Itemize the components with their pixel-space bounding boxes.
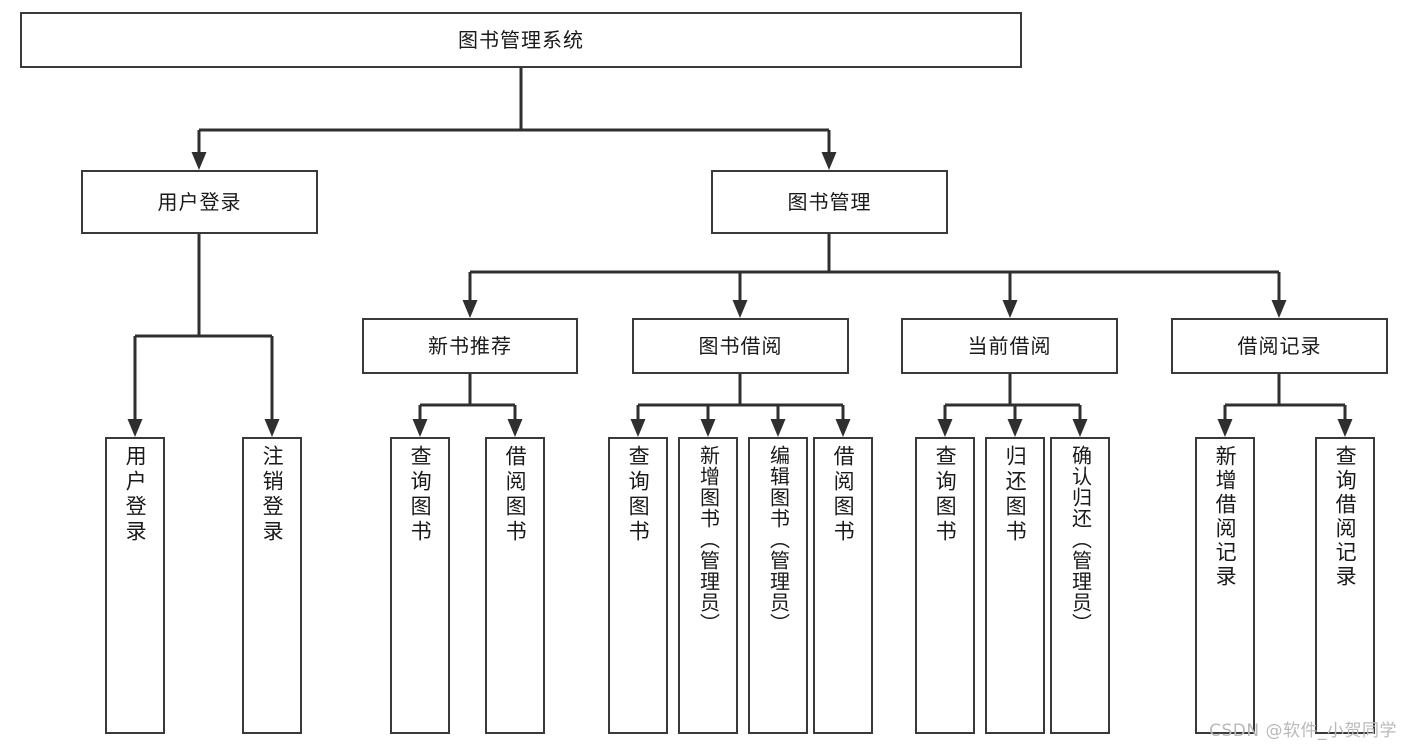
- node-new-book-recommend-label: 新书推荐: [428, 333, 512, 358]
- node-book-borrow[interactable]: 图书借阅: [632, 318, 849, 374]
- leaf-add-book-admin-label: 新增图书（管理员）: [696, 445, 721, 634]
- node-book-borrow-label: 图书借阅: [698, 333, 783, 358]
- node-borrow-record-label: 借阅记录: [1237, 333, 1322, 358]
- leaf-add-borrow-record[interactable]: 新增借阅记录: [1195, 437, 1255, 734]
- leaf-add-borrow-record-label: 新增借阅记录: [1213, 445, 1238, 589]
- leaf-query-book-current[interactable]: 查询图书: [915, 437, 975, 734]
- leaf-edit-book-admin-label: 编辑图书（管理员）: [766, 445, 791, 634]
- node-borrow-record[interactable]: 借阅记录: [1171, 318, 1388, 374]
- node-root-label: 图书管理系统: [458, 27, 584, 52]
- leaf-return-book[interactable]: 归还图书: [985, 437, 1045, 734]
- leaf-query-book-recommend-label: 查询图书: [408, 445, 433, 545]
- leaf-query-book-label: 查询图书: [626, 445, 651, 545]
- node-book-manage-label: 图书管理: [787, 189, 872, 214]
- leaf-logout-label: 注销登录: [260, 445, 285, 545]
- leaf-confirm-return-admin[interactable]: 确认归还（管理员）: [1050, 437, 1110, 734]
- node-user-login[interactable]: 用户登录: [81, 170, 318, 234]
- leaf-borrow-book-label: 借阅图书: [831, 445, 856, 545]
- leaf-add-book-admin[interactable]: 新增图书（管理员）: [678, 437, 738, 734]
- leaf-query-book-current-label: 查询图书: [933, 445, 958, 545]
- leaf-confirm-return-admin-label: 确认归还（管理员）: [1068, 445, 1093, 634]
- node-user-login-label: 用户登录: [157, 189, 242, 214]
- node-book-manage[interactable]: 图书管理: [711, 170, 948, 234]
- node-current-borrow-label: 当前借阅: [967, 333, 1052, 358]
- leaf-return-book-label: 归还图书: [1003, 445, 1028, 545]
- leaf-borrow-book[interactable]: 借阅图书: [813, 437, 873, 734]
- leaf-borrow-book-recommend-label: 借阅图书: [503, 445, 528, 545]
- leaf-logout[interactable]: 注销登录: [242, 437, 302, 734]
- node-current-borrow[interactable]: 当前借阅: [901, 318, 1118, 374]
- leaf-user-login-label: 用户登录: [123, 445, 148, 545]
- leaf-query-book-recommend[interactable]: 查询图书: [390, 437, 450, 734]
- leaf-query-borrow-record[interactable]: 查询借阅记录: [1315, 437, 1375, 734]
- leaf-user-login[interactable]: 用户登录: [105, 437, 165, 734]
- leaf-query-borrow-record-label: 查询借阅记录: [1333, 445, 1358, 589]
- leaf-borrow-book-recommend[interactable]: 借阅图书: [485, 437, 545, 734]
- leaf-query-book[interactable]: 查询图书: [608, 437, 668, 734]
- leaf-edit-book-admin[interactable]: 编辑图书（管理员）: [748, 437, 808, 734]
- node-new-book-recommend[interactable]: 新书推荐: [362, 318, 578, 374]
- node-root[interactable]: 图书管理系统: [20, 12, 1022, 68]
